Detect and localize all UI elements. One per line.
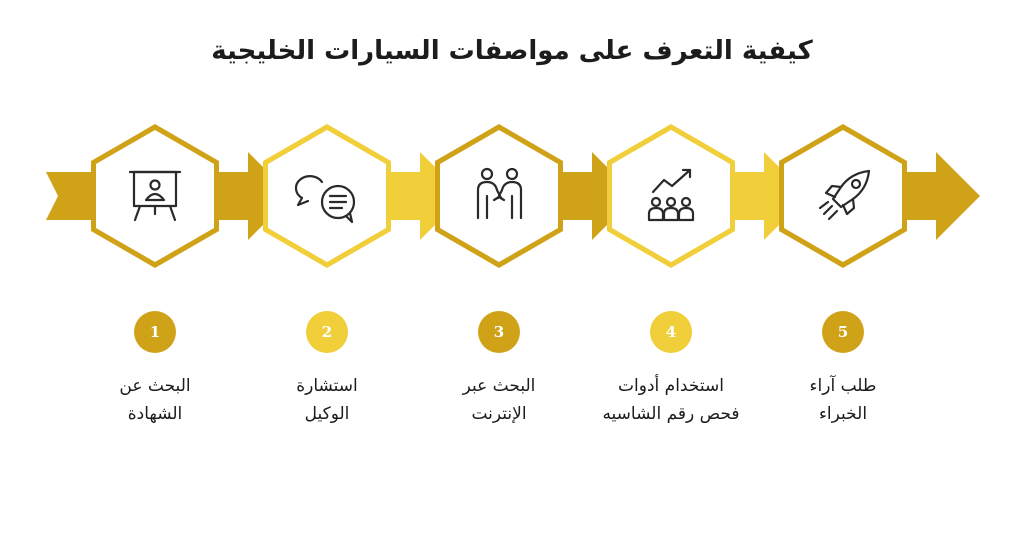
step-5-label-line2: الخبراء xyxy=(818,404,868,424)
presentation-board-icon xyxy=(128,170,182,222)
step-4-hexagon xyxy=(607,124,735,268)
step-2-label: استشارة الوكيل xyxy=(232,372,422,428)
step-5-hexagon xyxy=(779,124,907,268)
step-2-number: 2 xyxy=(306,311,348,353)
people-handshake-icon xyxy=(476,167,523,220)
chat-bubbles-icon xyxy=(294,175,356,224)
step-3-label: البحث عبر الإنترنت xyxy=(404,372,594,428)
step-4-number: 4 xyxy=(650,311,692,353)
step-2-label-line1: استشارة xyxy=(296,376,358,396)
step-1-hexagon xyxy=(91,124,219,268)
step-3-label-line2: الإنترنت xyxy=(471,404,527,424)
step-1-label-line1: البحث عن xyxy=(119,376,191,396)
step-5-number: 5 xyxy=(822,311,864,353)
step-3-label-line1: البحث عبر xyxy=(462,376,536,396)
team-growth-chart-icon xyxy=(647,168,695,222)
process-flow xyxy=(46,124,980,268)
step-5-label: طلب آراء الخبراء xyxy=(748,372,938,428)
flow-tail xyxy=(46,172,96,220)
step-1-label-line2: الشهادة xyxy=(127,404,183,424)
step-3-number: 3 xyxy=(478,311,520,353)
step-1-label: البحث عن الشهادة xyxy=(60,372,250,428)
rocket-icon xyxy=(818,169,871,221)
step-4-label: استخدام أدوات فحص رقم الشاسيه xyxy=(576,372,766,428)
step-4-label-line2: فحص رقم الشاسيه xyxy=(602,404,740,424)
diagram-title: كيفية التعرف على مواصفات السيارات الخليج… xyxy=(211,36,813,66)
step-1-number: 1 xyxy=(134,311,176,353)
flow-arrow-5 xyxy=(888,152,980,240)
step-4-label-line1: استخدام أدوات xyxy=(618,376,724,396)
step-2-label-line2: الوكيل xyxy=(304,404,350,424)
step-5-label-line1: طلب آراء xyxy=(809,376,877,396)
